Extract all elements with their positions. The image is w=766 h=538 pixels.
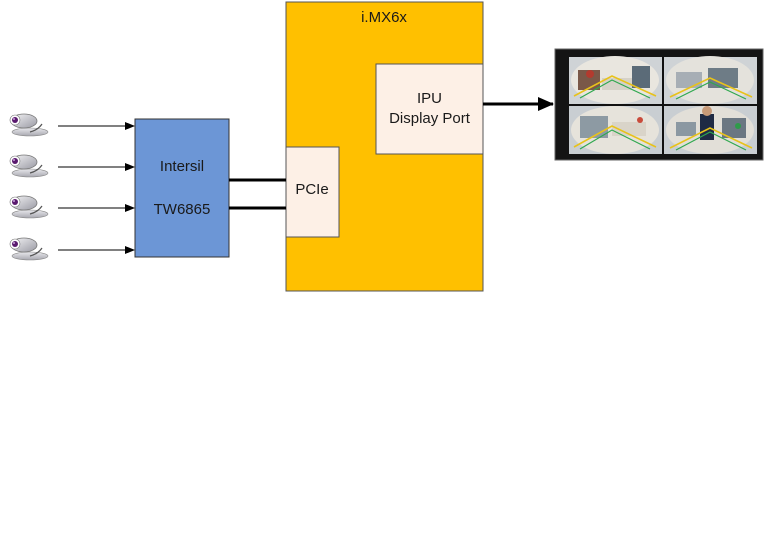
- pcie-box: [285, 146, 340, 238]
- camera-icon: [9, 195, 49, 219]
- camera-icon: [9, 154, 49, 178]
- ipu-block: IPU Display Port: [375, 63, 484, 155]
- decoder-label-line2: TW6865: [154, 201, 211, 218]
- ipu-label-line1: IPU: [417, 90, 442, 107]
- ipu-box: [375, 63, 484, 155]
- ipu-label-line2: Display Port: [389, 110, 471, 127]
- camera-view-1: [569, 56, 662, 104]
- decoder-block: Intersil TW6865: [134, 118, 230, 258]
- soc-title: i.MX6x: [361, 9, 407, 26]
- camera-view-2: [664, 56, 757, 104]
- camera-view-4: [664, 106, 757, 154]
- camera-icon: [9, 237, 49, 261]
- pcie-block: PCIe: [285, 146, 340, 238]
- pcie-label: PCIe: [295, 181, 328, 198]
- camera-view-3: [569, 106, 662, 154]
- camera-icon: [9, 113, 49, 137]
- decoder-box: [134, 118, 230, 258]
- quad-view-display-image: [554, 48, 764, 161]
- decoder-label-line1: Intersil: [160, 158, 204, 175]
